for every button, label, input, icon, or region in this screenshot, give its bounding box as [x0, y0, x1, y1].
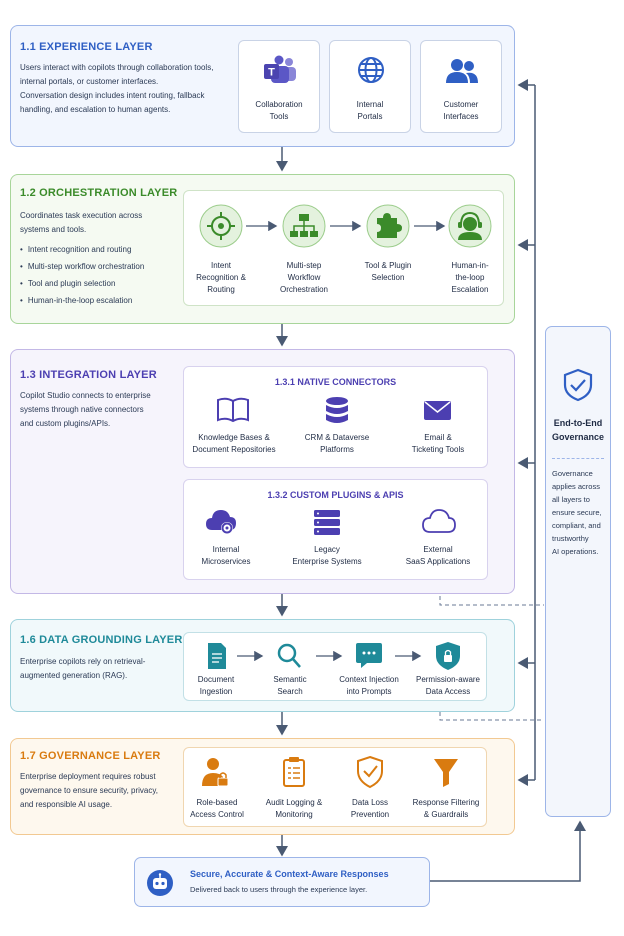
server-icon [314, 510, 340, 535]
collaboration-tools-label: Collaboration [255, 100, 303, 109]
document-icon [208, 643, 226, 669]
knowledge-bases-label: Knowledge Bases &Document Repositories [192, 433, 276, 454]
shield-check-icon [563, 368, 593, 402]
output-return-line [430, 820, 586, 882]
chat-icon [356, 643, 382, 668]
customer-interfaces-label: Customer [443, 100, 479, 109]
experience-layer-title: 1.1 EXPERIENCE LAYER [20, 41, 153, 53]
mail-icon [424, 401, 451, 420]
output-title: Secure, Accurate & Context-Aware Respons… [190, 869, 389, 879]
integration-layer-title: 1.3 INTEGRATION LAYER [20, 369, 157, 381]
headset-icon [448, 204, 492, 248]
end-to-end-governance-panel [545, 326, 611, 817]
internal-portals-label: Internal [356, 100, 384, 109]
filter-icon [434, 759, 458, 787]
output-description: Delivered back to users through the expe… [190, 885, 368, 894]
audit-logging-label: Audit Logging &Monitoring [265, 798, 323, 819]
workflow-icon [282, 204, 326, 248]
cloud-icon [422, 509, 456, 533]
clipboard-icon [283, 757, 305, 787]
cloud-gear-icon [206, 510, 236, 534]
response-filtering-label: Response Filtering& Guardrails [412, 798, 480, 819]
governance-layer-title: 1.7 GOVERNANCE LAYER [20, 750, 161, 762]
native-connectors-title: 1.3.1 NATIVE CONNECTORS [274, 377, 397, 387]
experience-layer-description: Users interact with copilots through col… [20, 63, 214, 114]
target-icon [199, 204, 243, 248]
data-grounding-layer-title: 1.6 DATA GROUNDING LAYER [20, 634, 183, 646]
globe-icon [358, 57, 384, 83]
bot-icon [147, 870, 173, 896]
book-icon [217, 397, 249, 423]
orchestration-flow-panel [183, 190, 504, 306]
users-icon [446, 59, 478, 83]
bullet-item: Tool and plugin selection [20, 275, 190, 292]
governance-panel-divider [552, 458, 604, 459]
email-ticketing-label: Email &Ticketing Tools [411, 433, 465, 454]
shield-check-icon [357, 755, 383, 789]
orchestration-bullets: Intent recognition and routing Multi-ste… [20, 241, 190, 309]
grounding-flow-panel [183, 632, 487, 701]
bullet-item: Human-in-the-loop escalation [20, 292, 190, 309]
custom-plugins-title: 1.3.2 CUSTOM PLUGINS & APIS [267, 490, 404, 500]
svg-text:T: T [268, 67, 275, 79]
bullet-item: Intent recognition and routing [20, 241, 190, 258]
search-icon [277, 643, 301, 668]
data-grounding-layer-description: Enterprise copilots rely on retrieval-au… [20, 657, 146, 680]
orchestration-layer-title: 1.2 ORCHESTRATION LAYER [20, 187, 178, 199]
puzzle-icon [366, 204, 410, 248]
bullet-item: Multi-step workflow orchestration [20, 258, 190, 275]
shield-lock-icon [436, 642, 460, 670]
database-icon [326, 397, 348, 423]
output-response-box [134, 857, 430, 907]
user-lock-icon [202, 758, 229, 787]
teams-icon: T [264, 55, 296, 83]
